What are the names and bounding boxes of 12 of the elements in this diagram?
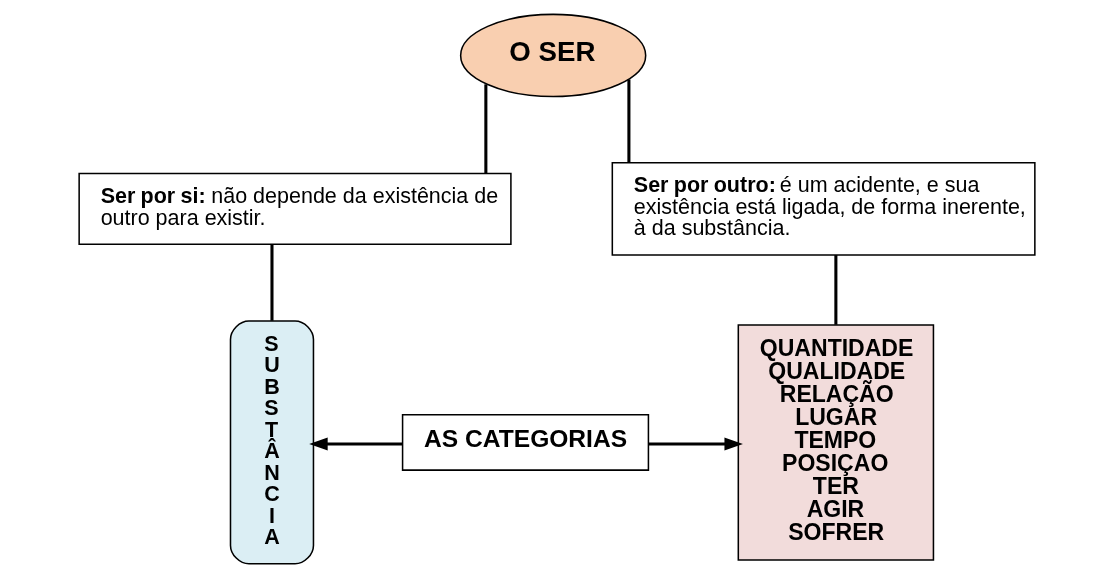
node-box: AS CATEGORIAS: [401, 414, 649, 471]
connector: [483, 84, 487, 174]
node-ellipse: O SER: [459, 13, 646, 98]
node-box: Ser por si: não depende da existência de outro para existir.: [77, 172, 512, 245]
node-box: SUBSTÂNCIA: [229, 320, 314, 565]
connector: [269, 244, 273, 321]
connector: [833, 255, 837, 325]
arrow: [648, 437, 743, 451]
arrow: [308, 437, 403, 451]
connector: [626, 79, 630, 163]
node-box: Ser por outro: é um acidente, e sua existência está ligada, de forma inerente, à da substância.: [611, 162, 1036, 256]
node-box: QUANTIDADE QUALIDADE RELAÇÃO LUGAR TEMPO POSIÇAO TER AGIR SOFRER: [737, 324, 934, 561]
